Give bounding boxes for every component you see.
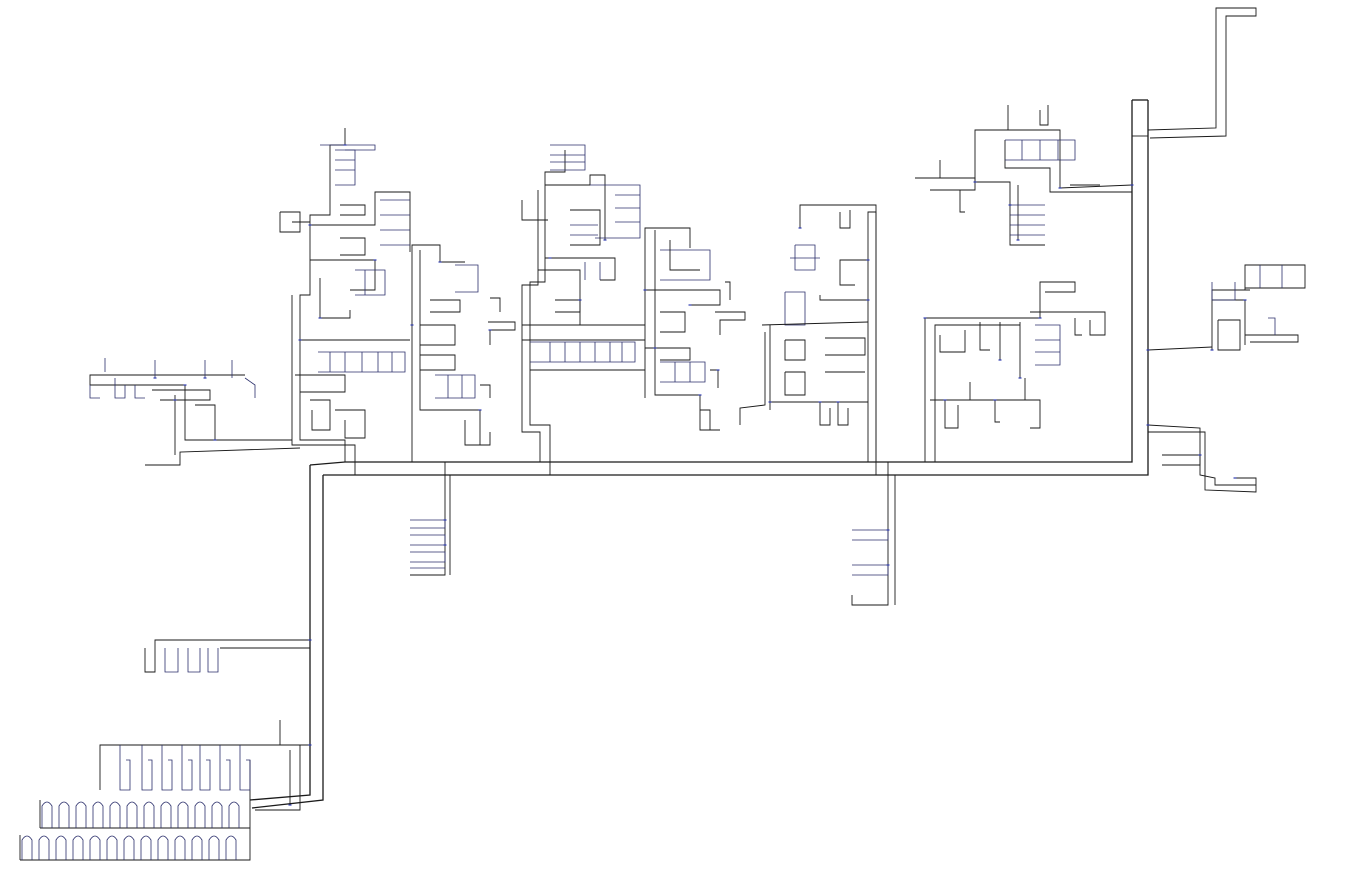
fixture-arch bbox=[21, 835, 33, 860]
fixture-arch bbox=[140, 835, 152, 860]
fixture-arch bbox=[194, 801, 206, 828]
fixture-arch bbox=[143, 801, 155, 828]
cluster-center bbox=[521, 144, 746, 475]
drop-lower-center-right bbox=[851, 462, 896, 606]
fixture-tall bbox=[219, 745, 231, 791]
fixture-tall bbox=[239, 745, 251, 791]
branch-far-left bbox=[89, 358, 301, 466]
fixture-arch bbox=[38, 835, 50, 860]
fixture-arch bbox=[58, 801, 70, 828]
fixture-tall bbox=[141, 745, 153, 791]
branch-lower-left-mid bbox=[144, 639, 310, 673]
fixture-arch bbox=[208, 835, 220, 860]
riser-top-right bbox=[1147, 7, 1257, 139]
fixture-arch bbox=[41, 801, 53, 828]
fixture-arch bbox=[72, 835, 84, 860]
fixture-arch bbox=[191, 835, 203, 860]
fixture-arch bbox=[157, 835, 169, 860]
drop-lower-center-left bbox=[410, 462, 451, 576]
fixture-arch bbox=[225, 835, 237, 860]
node-markers bbox=[153, 144, 1247, 806]
cluster-top-right bbox=[915, 105, 1133, 246]
fixture-arch bbox=[211, 801, 223, 828]
fixture-row-upper bbox=[119, 745, 251, 791]
cluster-right-center bbox=[924, 281, 1106, 462]
fixture-tall bbox=[161, 745, 173, 791]
fixture-arch bbox=[75, 801, 87, 828]
main-trunk bbox=[249, 99, 1149, 809]
branch-right-middle bbox=[1147, 264, 1306, 351]
fixture-arch bbox=[92, 801, 104, 828]
fixture-arch bbox=[174, 835, 186, 860]
fixture-arch bbox=[123, 835, 135, 860]
fixture-arch bbox=[89, 835, 101, 860]
fixture-tall bbox=[181, 745, 193, 791]
fixture-arch bbox=[160, 801, 172, 828]
fixture-tall bbox=[119, 745, 131, 791]
fixture-arch bbox=[228, 801, 240, 828]
branch-right-lower bbox=[1147, 424, 1257, 493]
fixture-row-b bbox=[21, 835, 237, 860]
fixture-arch bbox=[177, 801, 189, 828]
fixture-row-a bbox=[41, 801, 240, 828]
cluster-center-right bbox=[739, 204, 877, 475]
fixture-arch bbox=[109, 801, 121, 828]
fixture-tall bbox=[199, 745, 211, 791]
fixture-arch bbox=[55, 835, 67, 860]
fixture-arch bbox=[106, 835, 118, 860]
fixture-arch bbox=[126, 801, 138, 828]
cluster-left-center bbox=[279, 128, 516, 475]
